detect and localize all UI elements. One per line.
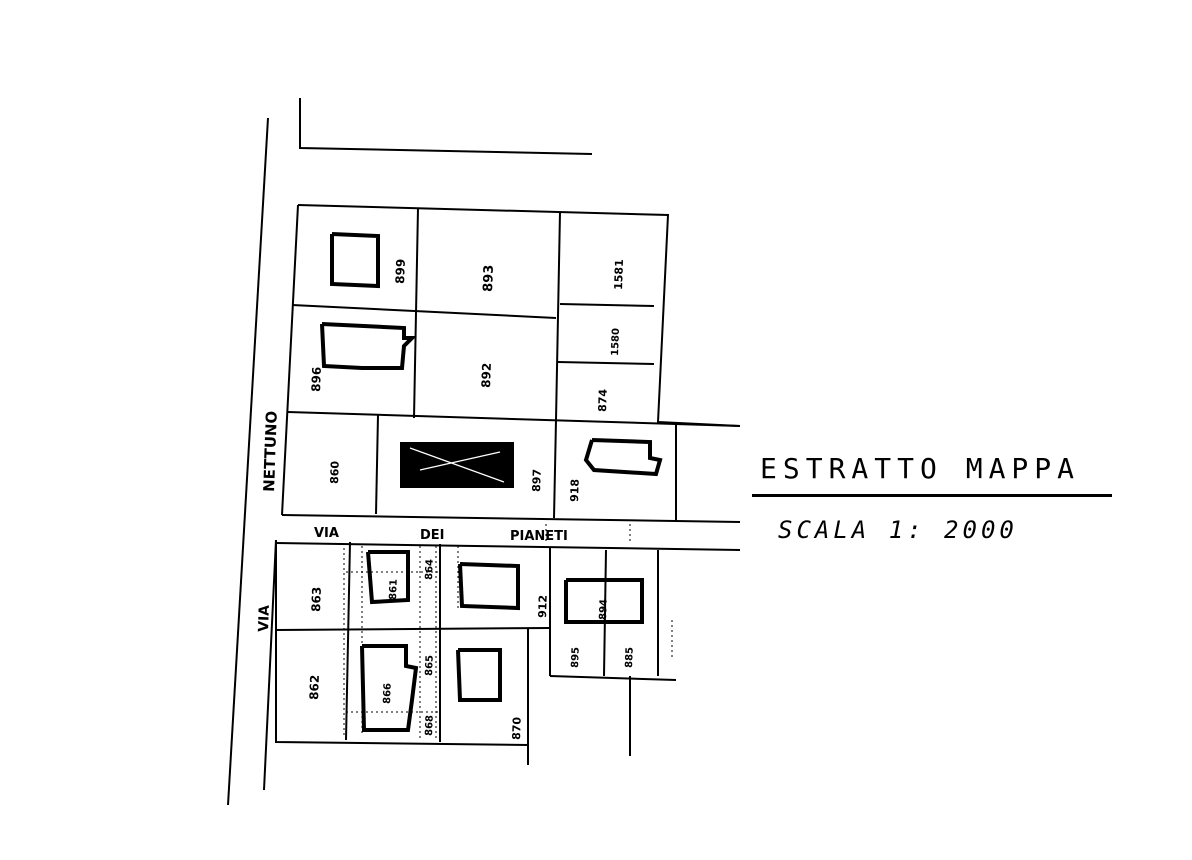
parcel-912: 912 — [536, 595, 550, 618]
building-918 — [583, 438, 663, 477]
lower-block-outline — [275, 540, 529, 746]
lower-divider-1 — [345, 541, 351, 741]
street-label-nettuno: NETTUNO — [260, 410, 281, 492]
parcel-868: 868 — [424, 715, 436, 736]
parcel-863: 863 — [309, 587, 324, 613]
parcel-918: 918 — [568, 479, 582, 502]
parcel-1581: 1581 — [612, 259, 626, 290]
map-scale: SCALA 1: 2000 — [778, 516, 1018, 544]
parcel-899: 899 — [393, 259, 408, 285]
parcel-866: 866 — [382, 683, 394, 704]
street-label-via: VIA — [256, 605, 273, 633]
building-899 — [330, 232, 380, 289]
lower-divider-7 — [603, 549, 607, 677]
parcel-860: 860 — [328, 460, 342, 484]
upper-divider-5 — [557, 361, 655, 365]
building-896 — [320, 322, 417, 370]
building-866 — [360, 644, 419, 732]
upper-divider-4 — [559, 303, 655, 307]
parcel-870: 870 — [510, 716, 524, 740]
building-870 — [456, 648, 502, 702]
title-underline — [752, 494, 1112, 497]
building-862-block — [458, 562, 520, 611]
street-label-pianeti-2: DEI — [420, 528, 445, 543]
upper-block-bottom — [281, 514, 741, 523]
parcel-897: 897 — [530, 469, 544, 492]
parcel-896: 896 — [309, 367, 324, 393]
parcel-862: 862 — [307, 675, 322, 701]
parcel-boundary-top — [299, 98, 593, 155]
building-894 — [564, 578, 644, 624]
upper-divider-2 — [555, 211, 561, 421]
street-edge-east — [281, 204, 299, 516]
parcel-894: 894 — [598, 599, 610, 620]
parcel-861: 861 — [388, 579, 400, 600]
upper-divider-8 — [553, 419, 557, 519]
parcel-864: 864 — [424, 559, 436, 580]
parcel-865: 865 — [424, 655, 436, 676]
upper-divider-3 — [291, 304, 557, 319]
parcel-874: 874 — [596, 388, 610, 412]
street-label-pianeti-3: PIANETI — [510, 529, 568, 544]
parcel-1580: 1580 — [610, 328, 622, 356]
upper-divider-6 — [287, 411, 741, 427]
upper-divider-1 — [413, 207, 419, 419]
lower-divider-6 — [549, 675, 677, 681]
map-title: ESTRATTO MAPPA — [760, 452, 1081, 485]
parcel-895: 895 — [570, 647, 582, 668]
street-edge-east-lower — [263, 539, 277, 791]
street-label-pianeti-1: VIA — [314, 526, 339, 541]
parcel-885: 885 — [624, 647, 636, 668]
upper-divider-7 — [375, 414, 379, 515]
lower-divider-2 — [275, 627, 551, 631]
parcel-893: 893 — [481, 264, 497, 292]
street-pianeti-south — [275, 542, 741, 551]
building-864 — [366, 550, 410, 605]
parcel-892: 892 — [479, 363, 494, 389]
street-edge-west — [227, 117, 269, 806]
